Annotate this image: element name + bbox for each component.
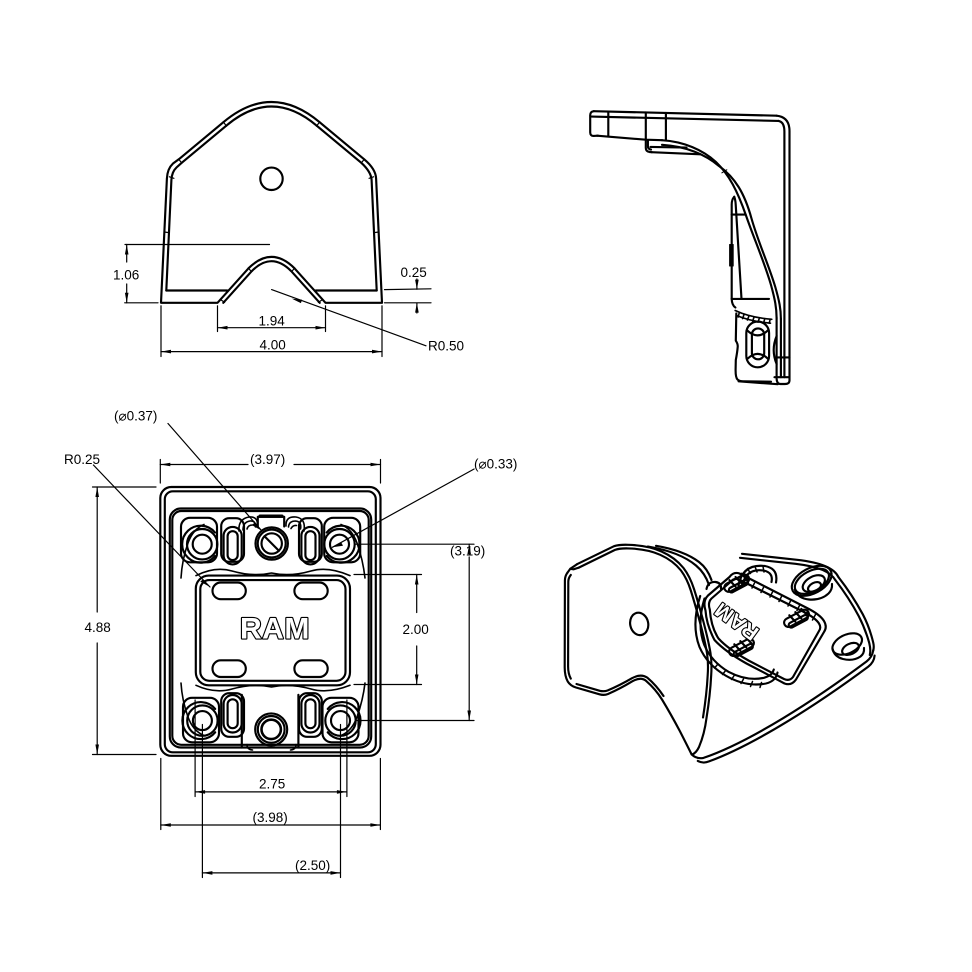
svg-text:R0.25: R0.25: [64, 452, 100, 467]
svg-text:(3.19): (3.19): [450, 544, 485, 559]
svg-text:(2.50): (2.50): [295, 858, 330, 873]
svg-text:1.06: 1.06: [113, 268, 139, 283]
svg-text:4.88: 4.88: [85, 620, 111, 635]
svg-text:RAM: RAM: [240, 613, 310, 646]
svg-text:1.94: 1.94: [259, 314, 286, 329]
svg-text:(⌀0.37): (⌀0.37): [114, 409, 157, 424]
svg-text:4.00: 4.00: [260, 338, 286, 353]
svg-text:(⌀0.33): (⌀0.33): [474, 457, 517, 472]
svg-text:0.25: 0.25: [401, 265, 427, 280]
svg-text:2.00: 2.00: [403, 622, 429, 637]
svg-text:(3.98): (3.98): [253, 810, 288, 825]
svg-text:2.75: 2.75: [259, 777, 285, 792]
svg-text:R0.50: R0.50: [428, 339, 464, 354]
svg-text:(3.97): (3.97): [250, 452, 285, 467]
